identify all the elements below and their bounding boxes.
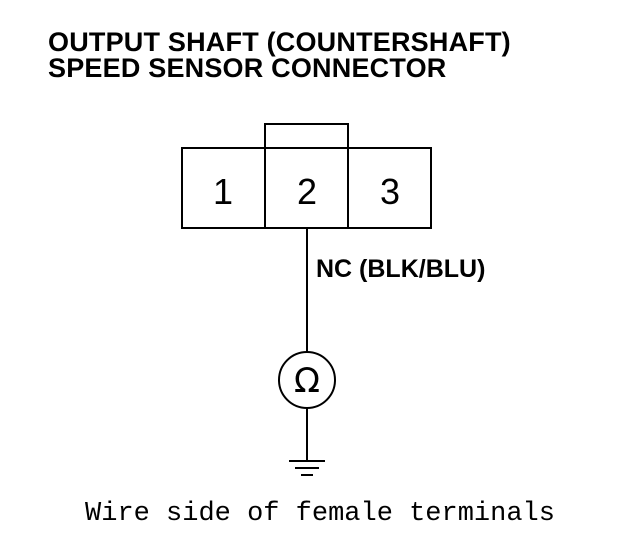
- terminal-1-label: 1: [213, 171, 233, 212]
- title-line-1: OUTPUT SHAFT (COUNTERSHAFT): [48, 27, 511, 57]
- connector-lock-tab: [264, 123, 349, 149]
- title-line-2: SPEED SENSOR CONNECTOR: [48, 53, 447, 83]
- diagram-caption: Wire side of female terminals: [85, 499, 555, 529]
- ohm-symbol: Ω: [294, 361, 320, 401]
- terminal-3-label: 3: [380, 171, 400, 212]
- wire-color-label: NC (BLK/BLU): [316, 255, 485, 283]
- ground-icon: [289, 460, 325, 476]
- terminal-2-label: 2: [297, 171, 317, 212]
- ohmmeter-icon: Ω: [278, 351, 336, 409]
